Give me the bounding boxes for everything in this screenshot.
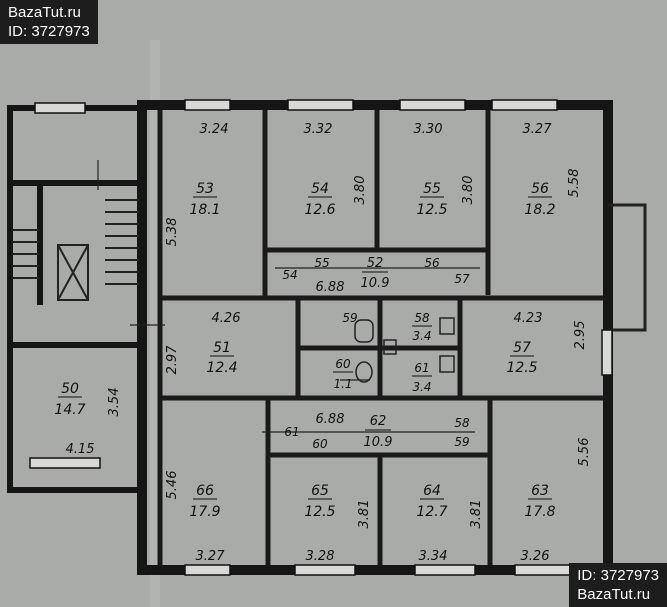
dim-label: 4.15 (66, 442, 95, 457)
watermark-id: ID: 3727973 (577, 567, 659, 584)
interior-walls (157, 110, 608, 565)
room-63-number: 63 (531, 483, 549, 499)
dim-label: 5.58 (567, 169, 582, 198)
room-55-area: 12.5 (416, 202, 447, 218)
door-mark: 56 (424, 256, 440, 270)
room-58-area: 3.4 (412, 329, 431, 343)
door-mark: 59 (454, 435, 469, 449)
dim-label: 3.26 (521, 549, 550, 564)
watermark-site: BazaTut.ru (577, 586, 651, 603)
dim-label: 3.27 (523, 122, 553, 137)
room-65-number: 65 (311, 483, 329, 499)
room-51-area: 12.4 (206, 360, 237, 376)
dim-label: 5.56 (577, 438, 592, 467)
watermark-site: BazaTut.ru (8, 4, 81, 21)
dim-label: 6.88 (316, 412, 345, 427)
dim-label: 2.95 (573, 321, 588, 350)
door-mark: 61 (284, 425, 299, 439)
balcony (608, 203, 647, 332)
door-mark: 58 (454, 416, 470, 430)
room-65-area: 12.5 (304, 504, 335, 520)
room-62-number: 62 (370, 414, 387, 429)
dim-label: 6.88 (316, 280, 345, 295)
room-50-area: 14.7 (54, 402, 85, 418)
dim-label: 3.34 (419, 549, 448, 564)
room-59-number: 59 (342, 311, 357, 325)
dim-label: 3.54 (107, 388, 122, 417)
room-50-number: 50 (61, 381, 79, 397)
windows (29, 99, 613, 576)
dim-label: 3.80 (461, 176, 476, 205)
watermark-bottom: ID: 3727973 BazaTut.ru (569, 563, 667, 607)
elevator-shaft (57, 244, 89, 301)
watermark-top: BazaTut.ru ID: 3727973 (0, 0, 98, 44)
sanitary-fixtures (354, 317, 455, 383)
room-56-area: 18.2 (524, 202, 555, 218)
dim-label: 3.81 (357, 500, 372, 529)
dim-label: 3.30 (414, 122, 443, 137)
dim-label: 3.32 (304, 122, 333, 137)
room-55-number: 55 (423, 181, 441, 197)
room-57-number: 57 (513, 340, 531, 356)
dimension-lines (97, 160, 480, 433)
door-mark: 55 (314, 256, 329, 270)
dim-label: 2.97 (165, 345, 180, 375)
dim-label: 5.38 (165, 218, 180, 247)
dim-label: 3.80 (353, 176, 368, 205)
door-mark: 54 (282, 268, 297, 282)
room-60-area: 1.1 (333, 377, 352, 391)
room-61-number: 61 (414, 361, 429, 375)
room-66-area: 17.9 (189, 504, 220, 520)
dim-label: 4.23 (514, 311, 543, 326)
door-marks: 54 55 56 57 61 60 58 59 (282, 256, 470, 451)
room-63-area: 17.8 (524, 504, 555, 520)
dim-label: 3.28 (306, 549, 335, 564)
room-61-area: 3.4 (412, 380, 431, 394)
door-mark: 60 (312, 437, 328, 451)
room-64-area: 12.7 (416, 504, 447, 520)
room-labels: 53 18.1 54 12.6 55 12.5 56 18.2 52 10.9 … (54, 181, 555, 520)
room-62-area: 10.9 (364, 435, 393, 450)
room-52-area: 10.9 (361, 276, 390, 291)
room-54-area: 12.6 (304, 202, 335, 218)
room-57-area: 12.5 (506, 360, 537, 376)
dim-label: 3.24 (200, 122, 229, 137)
room-66-number: 66 (196, 483, 214, 499)
dimension-labels: 3.24 3.32 3.30 3.27 3.80 3.80 5.58 5.38 … (66, 122, 592, 564)
dim-label: 3.27 (196, 549, 226, 564)
room-58-number: 58 (414, 311, 430, 325)
room-51-number: 51 (213, 340, 231, 356)
dim-label: 5.46 (165, 471, 180, 500)
dim-label: 3.81 (469, 500, 484, 529)
room-60-number: 60 (335, 357, 351, 371)
room-53-number: 53 (196, 181, 214, 197)
room-53-area: 18.1 (189, 202, 220, 218)
dim-label: 4.26 (212, 311, 241, 326)
room-52-number: 52 (367, 256, 384, 271)
watermark-id: ID: 3727973 (8, 23, 90, 40)
room-54-number: 54 (311, 181, 329, 197)
room-64-number: 64 (423, 483, 441, 499)
door-mark: 57 (454, 272, 470, 286)
room-56-number: 56 (531, 181, 549, 197)
stair-steps (12, 199, 140, 285)
